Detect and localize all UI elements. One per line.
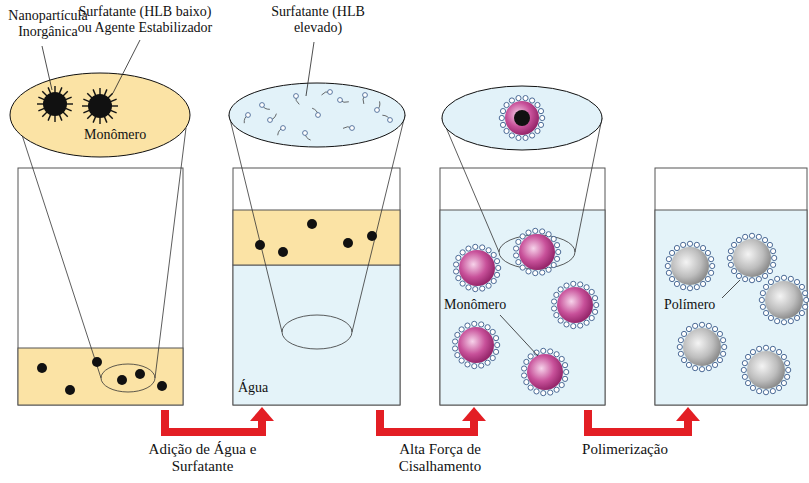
surfactant (363, 93, 368, 104)
droplet (499, 96, 545, 141)
beaker (18, 168, 183, 405)
beaker (440, 168, 605, 405)
droplet (452, 321, 499, 368)
process-arrows (165, 410, 688, 432)
zoom-view (442, 86, 602, 150)
nanoparticle (278, 247, 288, 257)
nanoparticle (255, 240, 265, 250)
beaker (655, 168, 807, 405)
droplet (551, 281, 598, 328)
monomer-label: Monômero (84, 127, 156, 143)
nanoparticle (65, 385, 75, 395)
leader-lines (42, 40, 740, 356)
step-label: Polimerização (565, 441, 685, 458)
droplet (759, 275, 809, 325)
droplet (665, 241, 715, 291)
nanoparticle (343, 238, 353, 248)
droplet (677, 322, 727, 372)
droplet (727, 233, 777, 283)
polymer-label: Polímero (664, 297, 736, 313)
surfactant (260, 103, 270, 110)
droplet (741, 345, 791, 395)
nanoparticle (117, 375, 127, 385)
surfactant (278, 126, 286, 136)
nanoparticle (157, 381, 167, 391)
step-label: Adição de Água e Surfatante (140, 441, 265, 475)
zoom-view (10, 73, 190, 157)
surfactant (343, 126, 354, 131)
nanoparticle (367, 231, 377, 241)
surfactant-label: Surfatante (HLB baixo) ou Agente Estabil… (70, 4, 220, 35)
particles (37, 86, 809, 396)
surfactant (382, 115, 392, 122)
surfactant (294, 94, 300, 105)
nanoparticle (37, 86, 73, 122)
droplet (521, 348, 568, 395)
surfactant (312, 108, 320, 117)
nanoparticle (92, 357, 102, 367)
surfactant-label: Surfatante (HLB elevado) (266, 4, 370, 35)
beaker (233, 168, 400, 405)
step-label: Alta Força de Cisalhamento (380, 441, 500, 475)
surfactant (322, 90, 333, 95)
nanoparticle (82, 88, 118, 124)
droplet (453, 244, 500, 291)
nanoparticle (135, 369, 145, 379)
nanoparticle (37, 363, 47, 373)
water-label: Água (238, 380, 298, 396)
surfactant (303, 131, 311, 140)
monomer-label: Monômero (444, 297, 518, 313)
arrow-heads (250, 407, 700, 421)
surfactant (244, 113, 250, 124)
surfactant (338, 98, 349, 103)
surfactant (268, 114, 277, 123)
zoom-view (229, 83, 405, 147)
nanoparticle (307, 219, 317, 229)
droplet (513, 228, 560, 275)
surfactant (375, 101, 380, 112)
